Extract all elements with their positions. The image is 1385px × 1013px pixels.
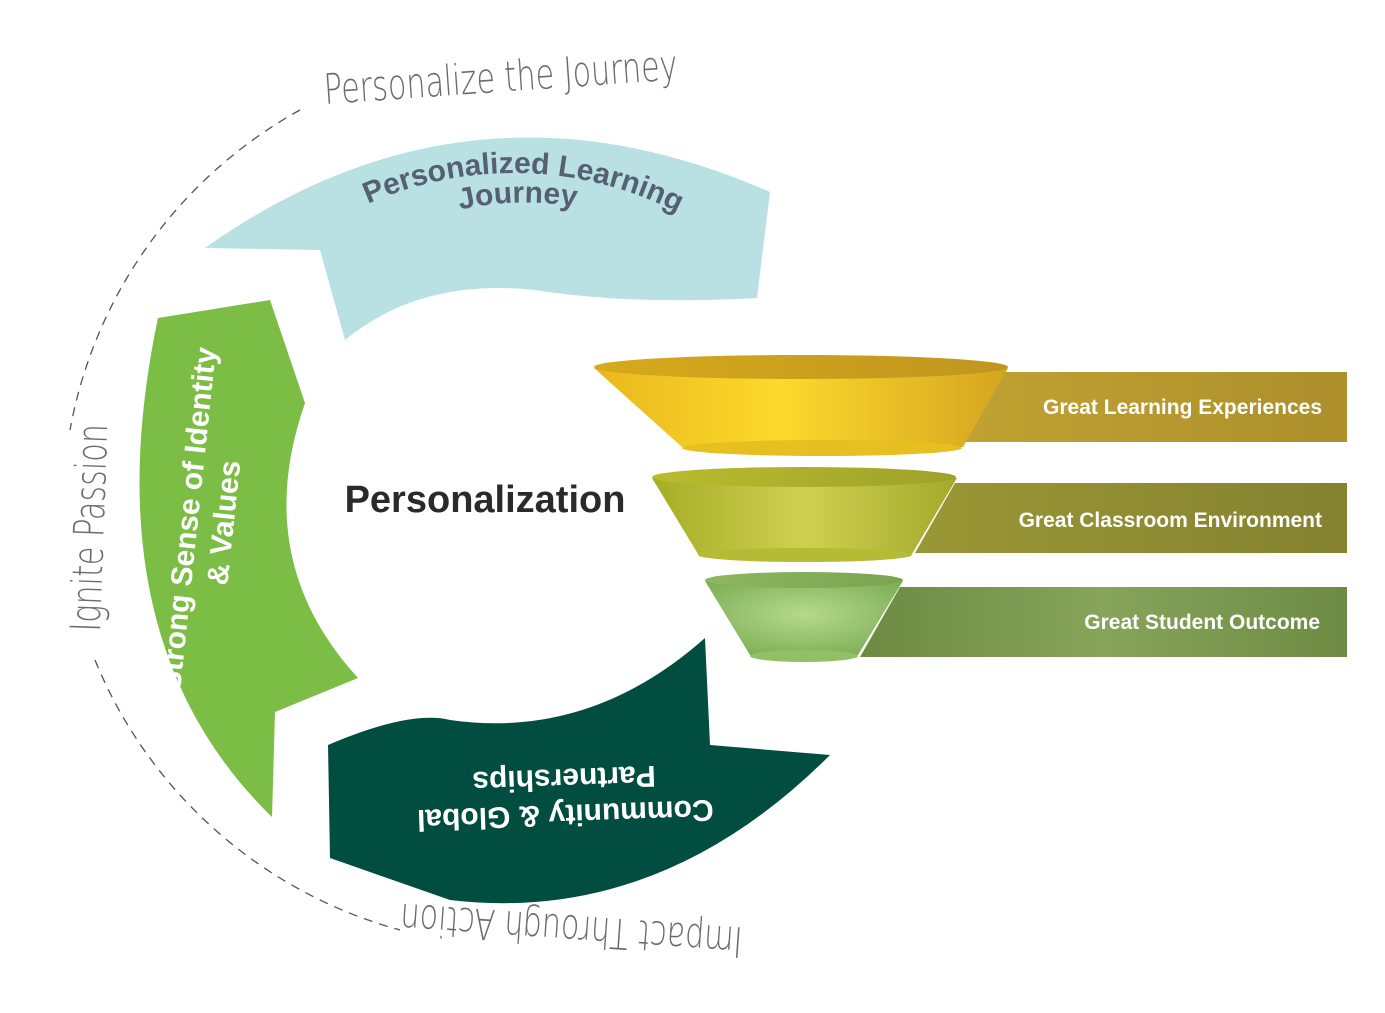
band-level-2 — [915, 483, 1347, 553]
funnel-label-1: Great Learning Experiences — [1043, 396, 1322, 419]
ring-label-top: Personalize the Journey — [322, 40, 679, 114]
dashed-ring — [69, 109, 401, 931]
funnel-bands — [860, 372, 1347, 657]
funnel-level-3-top — [705, 572, 903, 588]
ring-label-left: Ignite Passion — [61, 423, 118, 632]
funnel-label-3: Great Student Outcome — [1084, 611, 1320, 634]
funnel-level-2 — [652, 478, 957, 554]
funnel — [594, 355, 1008, 662]
funnel-level-1 — [594, 368, 1008, 447]
band-level-1 — [965, 372, 1347, 442]
community-label-line2: Partnerships — [472, 759, 656, 798]
funnel-level-2-bottom — [698, 548, 912, 562]
ring-label-bottom: Impact Through Action — [399, 893, 744, 966]
funnel-level-1-bottom — [682, 440, 962, 456]
community-partnerships-arrow: Community & Global Partnerships — [328, 638, 830, 904]
center-title: Personalization — [345, 479, 626, 521]
identity-values-arrow: Strong Sense of Identity & Values — [139, 300, 358, 817]
funnel-label-2: Great Classroom Environment — [1019, 509, 1322, 532]
learning-journey-arrow: Personalized Learning Journey — [205, 137, 770, 340]
funnel-level-2-top — [652, 467, 956, 487]
funnel-level-3-bottom — [750, 650, 858, 662]
band-level-3 — [860, 587, 1347, 657]
funnel-level-1-top — [594, 355, 1008, 379]
funnel-level-3 — [705, 581, 903, 655]
